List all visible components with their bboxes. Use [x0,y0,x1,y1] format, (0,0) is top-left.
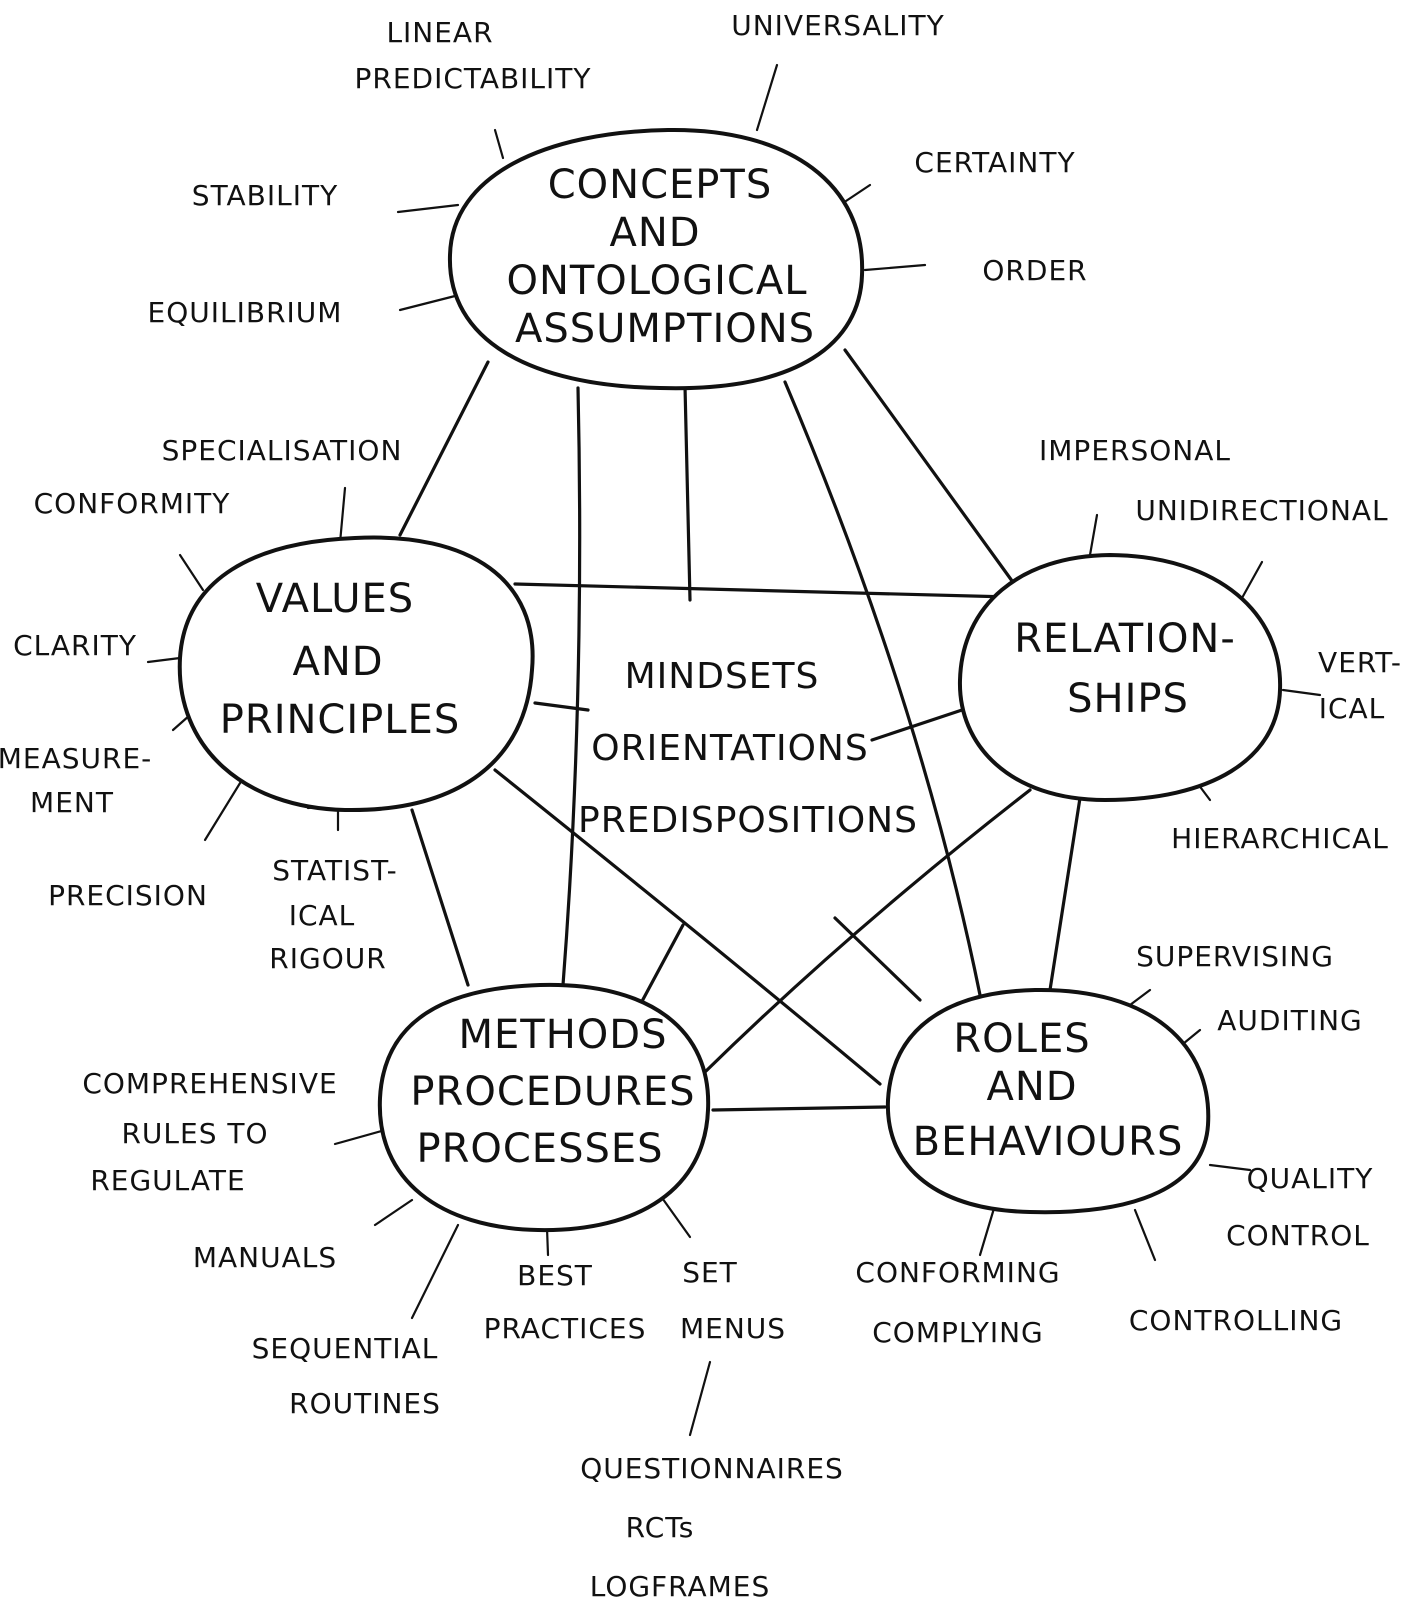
attribute-spokes [146,63,1322,1437]
edge-values-roles [493,768,882,1086]
attr-comprehensive: COMPREHENSIVE [82,1067,337,1100]
attributes-roles: SUPERVISING AUDITING QUALITY CONTROL CON… [855,940,1374,1349]
values-line-1: VALUES [256,576,414,622]
attr-statistical-1: STATIST- [272,854,397,887]
attr-quality: QUALITY [1247,1162,1374,1195]
attr-stability: STABILITY [192,179,338,212]
attr-universality: UNIVERSALITY [731,9,945,42]
attr-certainty: CERTAINTY [914,146,1075,179]
node-relationships-shape [957,553,1283,802]
attr-rigour: RIGOUR [269,942,386,975]
edge-values-methods [410,808,470,987]
node-roles-shape [885,987,1211,1215]
edge-center-methods [638,923,685,1007]
connections [398,348,1082,1112]
methods-line-2: PROCEDURES [410,1069,695,1115]
attr-predictability: PREDICTABILITY [354,62,591,95]
center-line-1: MINDSETS [625,656,820,697]
attr-supervising: SUPERVISING [1136,940,1334,973]
attr-specialisation: SPECIALISATION [162,434,403,467]
edge-values-relationships [513,582,1012,599]
attr-measurement-2: MENT [30,786,114,819]
attr-control: CONTROL [1226,1219,1370,1252]
attr-questionnaires: QUESTIONNAIRES [580,1452,844,1485]
edge-concepts-methods [561,386,582,987]
attr-menus: MENUS [680,1312,786,1345]
concepts-line-4: ASSUMPTIONS [515,306,815,352]
attributes-values: SPECIALISATION CONFORMITY CLARITY MEASUR… [0,434,403,975]
attr-manuals: MANUALS [193,1241,337,1274]
attr-conformity: CONFORMITY [34,487,231,520]
attr-best: BEST [517,1259,593,1292]
attr-clarity: CLARITY [13,629,137,662]
edge-relationships-methods [703,788,1032,1074]
attributes-relationships: IMPERSONAL UNIDIRECTIONAL VERT- ICAL HIE… [1039,434,1402,855]
roles-line-3: BEHAVIOURS [913,1119,1184,1165]
relationships-line-2: SHIPS [1067,676,1189,722]
edge-concepts-relationships [843,348,1017,587]
attr-statistical-2: ICAL [289,899,356,932]
methods-line-1: METHODS [459,1012,668,1058]
attr-equilibrium: EQUILIBRIUM [148,296,343,329]
attr-controlling: CONTROLLING [1129,1304,1343,1337]
values-line-3: PRINCIPLES [220,697,460,743]
center-line-2: ORIENTATIONS [591,728,868,769]
node-values-shape [177,535,535,813]
attr-vertical-2: ICAL [1319,692,1386,725]
concepts-line-3: ONTOLOGICAL [506,258,807,304]
node-concepts-shape [447,127,865,391]
edge-center-roles [833,916,922,1002]
attr-unidirectional: UNIDIRECTIONAL [1135,494,1388,527]
concepts-line-1: CONCEPTS [548,162,772,208]
attr-sequential: SEQUENTIAL [252,1332,439,1365]
methods-line-3: PROCESSES [416,1126,663,1172]
attr-rules-to: RULES TO [121,1117,268,1150]
attr-measurement-1: MEASURE- [0,742,152,775]
attr-set: SET [682,1256,738,1289]
center-mindsets: MINDSETS ORIENTATIONS PREDISPOSITIONS [578,656,918,841]
edge-methods-roles [711,1105,887,1112]
attr-vertical-1: VERT- [1318,646,1402,679]
edge-concepts-values [398,360,490,537]
center-line-3: PREDISPOSITIONS [578,800,918,841]
attributes-methods: COMPREHENSIVE RULES TO REGULATE MANUALS … [82,1067,844,1603]
roles-line-2: AND [986,1064,1077,1110]
attr-regulate: REGULATE [90,1164,245,1197]
edge-center-concepts [683,384,692,602]
attributes-concepts: LINEAR PREDICTABILITY UNIVERSALITY STABI… [148,9,1087,329]
edge-center-relationships [870,708,964,742]
attr-routines: ROUTINES [289,1387,441,1420]
attr-precision: PRECISION [48,879,208,912]
node-values: VALUES AND PRINCIPLES [177,535,535,813]
roles-line-1: ROLES [953,1016,1090,1062]
node-roles: ROLES AND BEHAVIOURS [885,987,1211,1215]
node-methods: METHODS PROCEDURES PROCESSES [377,982,711,1233]
attr-practices: PRACTICES [484,1312,647,1345]
edge-relationships-roles [1048,796,1082,992]
edge-center-values [533,701,590,712]
attr-auditing: AUDITING [1217,1004,1362,1037]
attr-rcts: RCTs [626,1511,695,1544]
attr-linear: LINEAR [386,16,493,49]
node-concepts: CONCEPTS AND ONTOLOGICAL ASSUMPTIONS [447,127,865,391]
edge-concepts-roles [783,380,982,997]
attr-conforming: CONFORMING [855,1256,1060,1289]
node-methods-shape [377,982,711,1233]
concepts-line-2: AND [609,210,700,256]
node-relationships: RELATION- SHIPS [957,553,1283,802]
relationships-line-1: RELATION- [1014,616,1236,662]
attr-logframes: LOGFRAMES [590,1570,771,1603]
attr-hierarchical: HIERARCHICAL [1171,822,1389,855]
attr-complying: COMPLYING [872,1316,1044,1349]
attr-impersonal: IMPERSONAL [1039,434,1231,467]
attr-order: ORDER [982,254,1087,287]
values-line-2: AND [292,639,383,685]
